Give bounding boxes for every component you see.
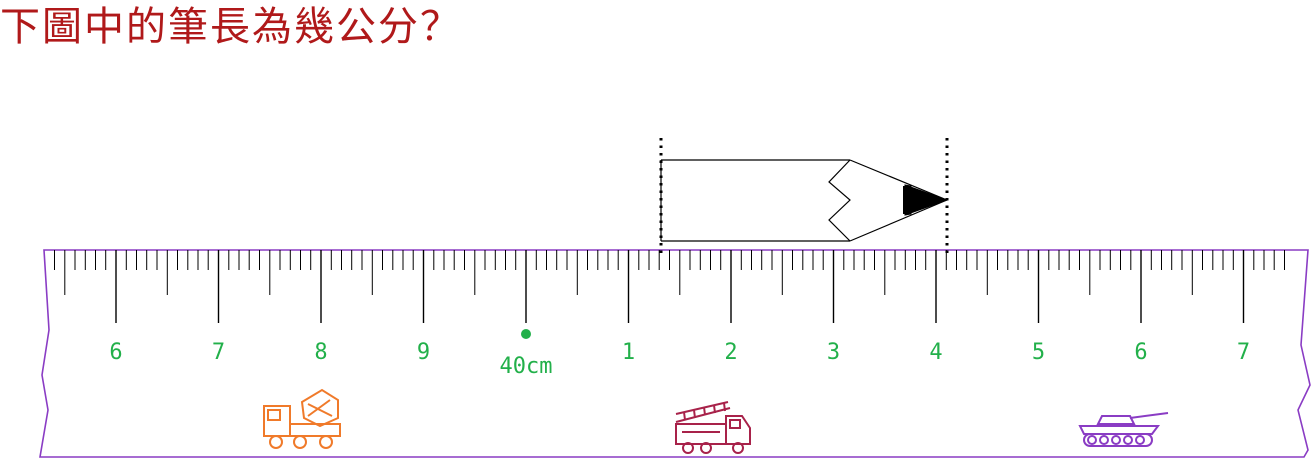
pencil-cone-top bbox=[849, 159, 948, 201]
ruler-cm-label: 7 bbox=[212, 340, 225, 365]
pencil-wood-cut bbox=[828, 159, 851, 242]
ruler-origin-label: 40cm bbox=[500, 354, 553, 379]
ruler-cm-label: 8 bbox=[314, 340, 327, 365]
ruler-labels: 6 7 8 9 40cm 1 2 3 4 5 6 7 bbox=[109, 340, 1250, 379]
ruler-cm-label: 4 bbox=[929, 340, 942, 365]
tank-icon bbox=[1078, 412, 1169, 447]
ruler-cm-label: 1 bbox=[622, 340, 635, 365]
pencil-lead-lines bbox=[903, 186, 948, 214]
ruler-cm-label: 9 bbox=[417, 340, 430, 365]
ruler-cm-label: 6 bbox=[1134, 340, 1147, 365]
ruler-cm-label: 5 bbox=[1032, 340, 1045, 365]
ruler-ticks bbox=[54, 250, 1285, 323]
pencil bbox=[660, 159, 949, 242]
ruler-cm-label: 2 bbox=[724, 340, 737, 365]
origin-dot bbox=[521, 329, 531, 339]
cement-mixer-truck-icon bbox=[263, 388, 341, 449]
pencil-cone-bottom bbox=[849, 199, 948, 242]
ruler-cm-label: 3 bbox=[827, 340, 840, 365]
ruler-cm-label: 6 bbox=[109, 340, 122, 365]
question-title: 下圖中的筆長為幾公分？ bbox=[0, 4, 462, 50]
fire-truck-icon bbox=[675, 401, 751, 454]
ruler-body bbox=[39, 249, 1311, 458]
ruler-cm-label: 7 bbox=[1237, 340, 1250, 365]
